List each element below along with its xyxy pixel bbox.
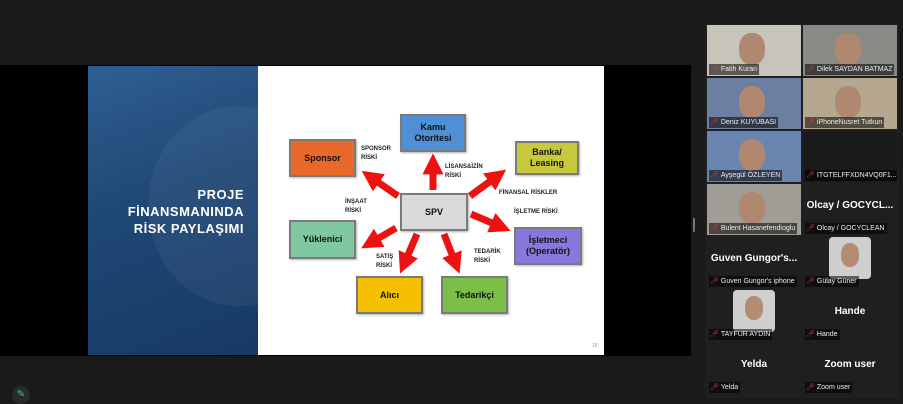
muted-mic-icon: 🎤︎ — [710, 225, 719, 232]
participant-name-label: 🎤︎Deniz KUYUBASI — [709, 117, 779, 128]
participant-display-name: Zoom user — [824, 359, 876, 370]
participant-name-label: 🎤︎Olcay / GOCYCLEAN — [805, 223, 887, 234]
box-spv: SPV — [400, 193, 468, 231]
participant-tile[interactable]: 🎤︎Dilek SAYDAN BATMAZ — [803, 25, 897, 76]
participant-display-name: Guven Gungor's... — [710, 253, 798, 264]
label-isletme-riski: İŞLETME RİSKİ — [514, 209, 558, 215]
participant-name-label: 🎤︎Guven Gungor's iphone — [709, 276, 797, 287]
participant-name-label: 🎤︎iPhoneNusret Tutkun — [805, 117, 885, 128]
muted-mic-icon: 🎤︎ — [806, 225, 815, 232]
participant-name-label: 🎤︎Fatih Kuran — [709, 64, 760, 75]
avatar — [733, 290, 775, 332]
participant-name-label: 🎤︎Gülay Güner — [805, 276, 859, 287]
participant-display-name: Yelda — [740, 359, 768, 370]
participant-name-label: 🎤︎Ayşegül ÖZLEYEN — [709, 170, 783, 181]
title-line: FİNANSMANINDA — [127, 204, 244, 219]
muted-mic-icon: 🎤︎ — [710, 172, 719, 179]
participant-name-label: 🎤︎Dilek SAYDAN BATMAZ — [805, 64, 895, 75]
participant-face — [739, 139, 765, 171]
participant-tile[interactable]: Olcay / GOCYCL... 🎤︎Olcay / GOCYCLEAN — [803, 184, 897, 235]
muted-mic-icon: 🎤︎ — [806, 331, 815, 338]
muted-mic-icon: 🎤︎ — [710, 278, 719, 285]
muted-mic-icon: 🎤︎ — [806, 278, 815, 285]
participant-display-name: Olcay / GOCYCL... — [806, 200, 894, 211]
participant-name-label: 🎤︎TAYFUR AYDIN — [709, 329, 773, 340]
slide-title: PROJE FİNANSMANINDA RİSK PAYLAŞIMI — [128, 186, 244, 237]
participant-tile[interactable]: Yelda🎤︎Yelda — [707, 343, 801, 394]
participant-tile[interactable]: 🎤︎Deniz KUYUBASI — [707, 78, 801, 129]
participant-name: TAYFUR AYDIN — [720, 331, 771, 338]
participant-face — [739, 86, 765, 118]
title-line: PROJE — [197, 187, 244, 202]
participant-tile[interactable]: Guven Gungor's... 🎤︎Guven Gungor's iphone — [707, 237, 801, 288]
participant-name: Gülay Güner — [816, 278, 857, 285]
muted-mic-icon: 🎤︎ — [806, 384, 815, 391]
panel-resize-handle[interactable] — [693, 218, 695, 232]
title-line: RİSK PAYLAŞIMI — [133, 221, 244, 236]
participant-name: Yelda — [720, 384, 739, 391]
avatar — [829, 237, 871, 279]
box-isletmeci: İşletmeci(Operatör) — [514, 227, 582, 265]
participant-tile[interactable]: 🎤︎Gülay Güner — [803, 237, 897, 288]
participant-name: Deniz KUYUBASI — [720, 119, 777, 126]
participant-tile[interactable]: Zoom user🎤︎Zoom user — [803, 343, 897, 394]
participant-tile[interactable]: 🎤︎Ayşegül ÖZLEYEN — [707, 131, 801, 182]
participant-tile[interactable]: Hande🎤︎Hande — [803, 290, 897, 341]
participant-name: Fatih Kuran — [720, 66, 758, 73]
slide-page-number: 18 — [592, 343, 598, 349]
participant-face — [739, 192, 765, 224]
participant-tile[interactable]: 🎤︎TAYFUR AYDIN — [707, 290, 801, 341]
participant-name-label: 🎤︎Bulent Hasanefendioglu — [709, 223, 798, 234]
muted-mic-icon: 🎤︎ — [806, 66, 815, 73]
participant-name: ITGTELFFXDN4VQ0F1... — [816, 172, 897, 179]
muted-mic-icon: 🎤︎ — [806, 172, 815, 179]
participant-name: Hande — [816, 331, 838, 338]
participant-tile[interactable]: 🎤︎ITGTELFFXDN4VQ0F1... — [803, 131, 897, 182]
box-alici: Alıcı — [356, 276, 423, 314]
annotate-pencil-icon[interactable]: ✎ — [12, 386, 30, 404]
muted-mic-icon: 🎤︎ — [710, 66, 719, 73]
participant-name: Bulent Hasanefendioglu — [720, 225, 796, 232]
label-finansal-riskler: FİNANSAL RİSKLER — [499, 190, 558, 196]
participant-tile[interactable]: 🎤︎Fatih Kuran — [707, 25, 801, 76]
slide-title-panel: PROJE FİNANSMANINDA RİSK PAYLAŞIMI — [88, 66, 328, 355]
box-tedarikci: Tedarikçi — [441, 276, 508, 314]
participant-name-label: 🎤︎Hande — [805, 329, 840, 340]
participant-name: Ayşegül ÖZLEYEN — [720, 172, 781, 179]
participant-name: iPhoneNusret Tutkun — [816, 119, 883, 126]
box-banka-leasing: Banka/Leasing — [515, 141, 579, 175]
box-yuklenici: Yüklenici — [289, 220, 356, 259]
participant-tile[interactable]: 🎤︎Bulent Hasanefendioglu — [707, 184, 801, 235]
participant-face — [835, 33, 861, 65]
participant-face — [835, 86, 861, 118]
participant-name: Olcay / GOCYCLEAN — [816, 225, 885, 232]
participant-name-label: 🎤︎Zoom user — [805, 382, 853, 393]
participant-face — [739, 33, 765, 65]
participant-gallery: 🎤︎Fatih Kuran🎤︎Dilek SAYDAN BATMAZ🎤︎Deni… — [705, 24, 899, 398]
box-sponsor: Sponsor — [289, 139, 356, 177]
participant-name: Dilek SAYDAN BATMAZ — [816, 66, 893, 73]
muted-mic-icon: 🎤︎ — [710, 331, 719, 338]
participant-name: Guven Gungor's iphone — [720, 278, 795, 285]
muted-mic-icon: 🎤︎ — [806, 119, 815, 126]
muted-mic-icon: 🎤︎ — [710, 384, 719, 391]
participant-name-label: 🎤︎ITGTELFFXDN4VQ0F1... — [805, 170, 897, 181]
participant-display-name: Hande — [834, 306, 866, 317]
muted-mic-icon: 🎤︎ — [710, 119, 719, 126]
participant-name-label: 🎤︎Yelda — [709, 382, 741, 393]
participant-tile[interactable]: 🎤︎iPhoneNusret Tutkun — [803, 78, 897, 129]
participant-name: Zoom user — [816, 384, 851, 391]
